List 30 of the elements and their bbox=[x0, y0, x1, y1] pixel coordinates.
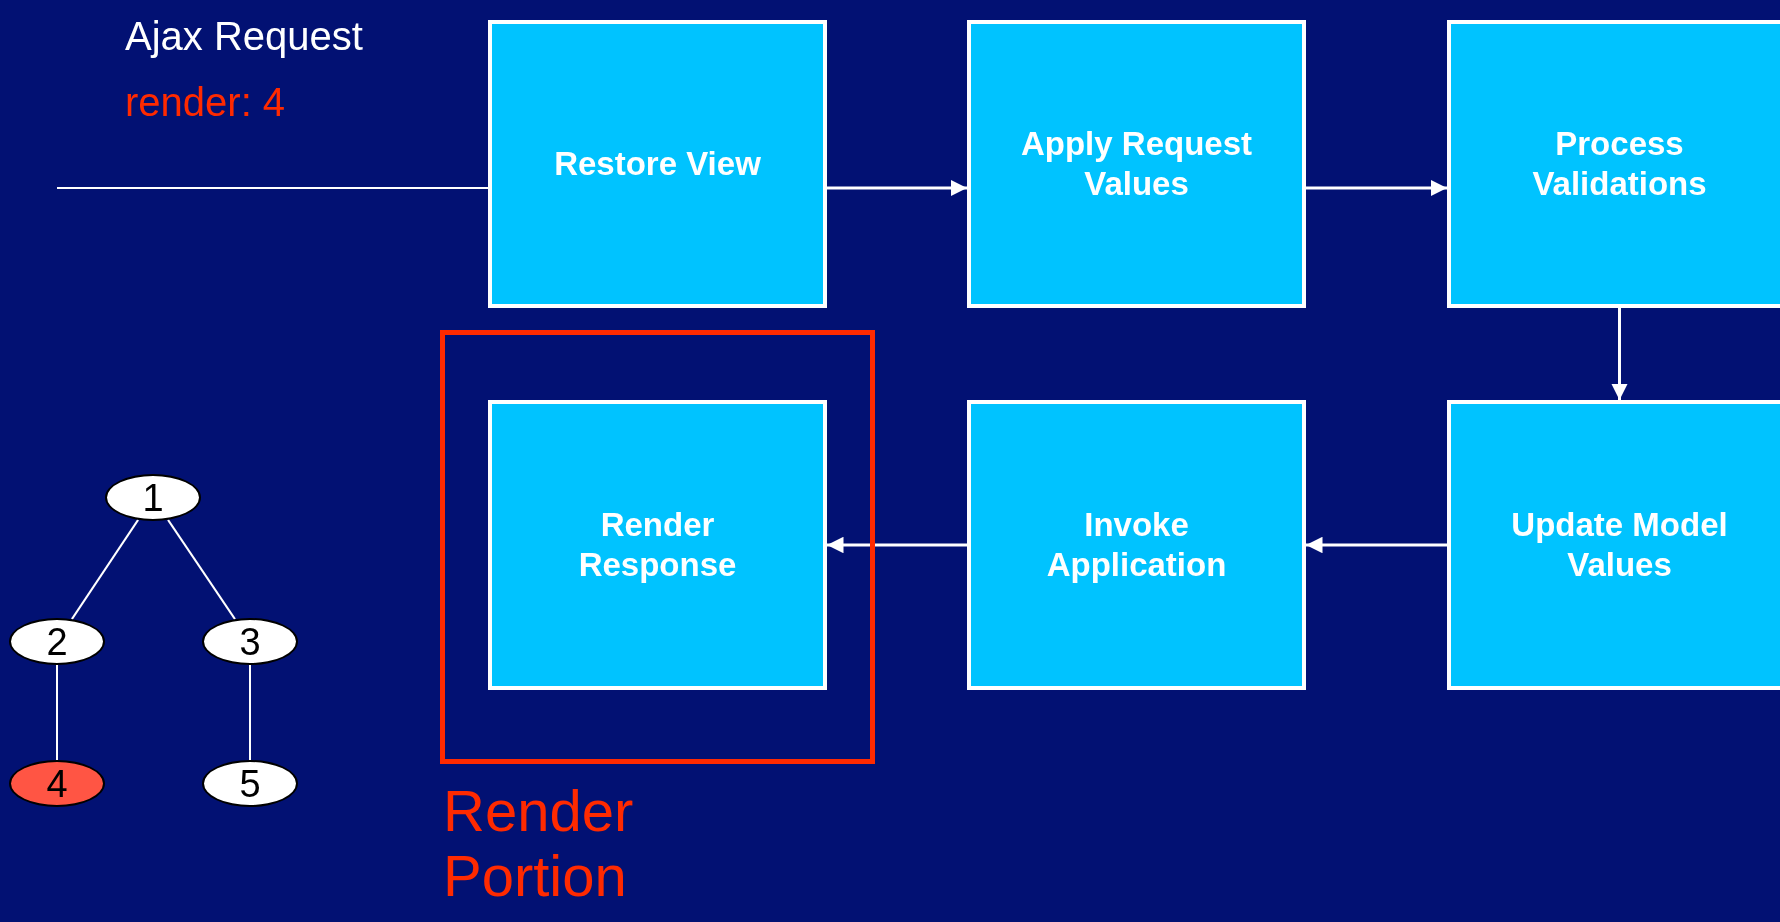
arrow bbox=[827, 179, 967, 197]
connector-line bbox=[70, 518, 140, 621]
process-box bbox=[967, 20, 1306, 308]
process-box bbox=[488, 400, 827, 690]
tree-node-number: 2 bbox=[46, 622, 68, 661]
step-label: Restore View bbox=[553, 144, 762, 184]
process-box bbox=[1447, 400, 1780, 690]
arrow bbox=[1306, 536, 1447, 554]
connector-line bbox=[56, 187, 489, 189]
step-label: Process Validations bbox=[1531, 124, 1708, 204]
group-caption: Render Portion bbox=[443, 779, 635, 909]
render-parameter: render: 4 bbox=[125, 80, 286, 125]
arrow bbox=[1306, 179, 1447, 197]
process-box bbox=[488, 20, 827, 308]
connector-line bbox=[167, 518, 236, 621]
step-label: Invoke Application bbox=[1045, 505, 1228, 585]
request-label: Ajax Request bbox=[125, 14, 363, 59]
tree-node-number: 4 bbox=[46, 764, 68, 803]
arrow bbox=[827, 536, 967, 554]
tree-node-number: 1 bbox=[142, 478, 164, 517]
step-label: Apply Request Values bbox=[1019, 124, 1253, 204]
arrow bbox=[1611, 308, 1628, 400]
process-box bbox=[967, 400, 1306, 690]
step-label: Update Model Values bbox=[1510, 505, 1729, 585]
tree-node-number: 5 bbox=[239, 764, 261, 803]
process-box bbox=[1447, 20, 1780, 308]
connector-line bbox=[249, 664, 251, 761]
step-label: Render Response bbox=[577, 505, 738, 585]
tree-node-number: 3 bbox=[239, 622, 261, 661]
connector-line bbox=[56, 664, 58, 761]
